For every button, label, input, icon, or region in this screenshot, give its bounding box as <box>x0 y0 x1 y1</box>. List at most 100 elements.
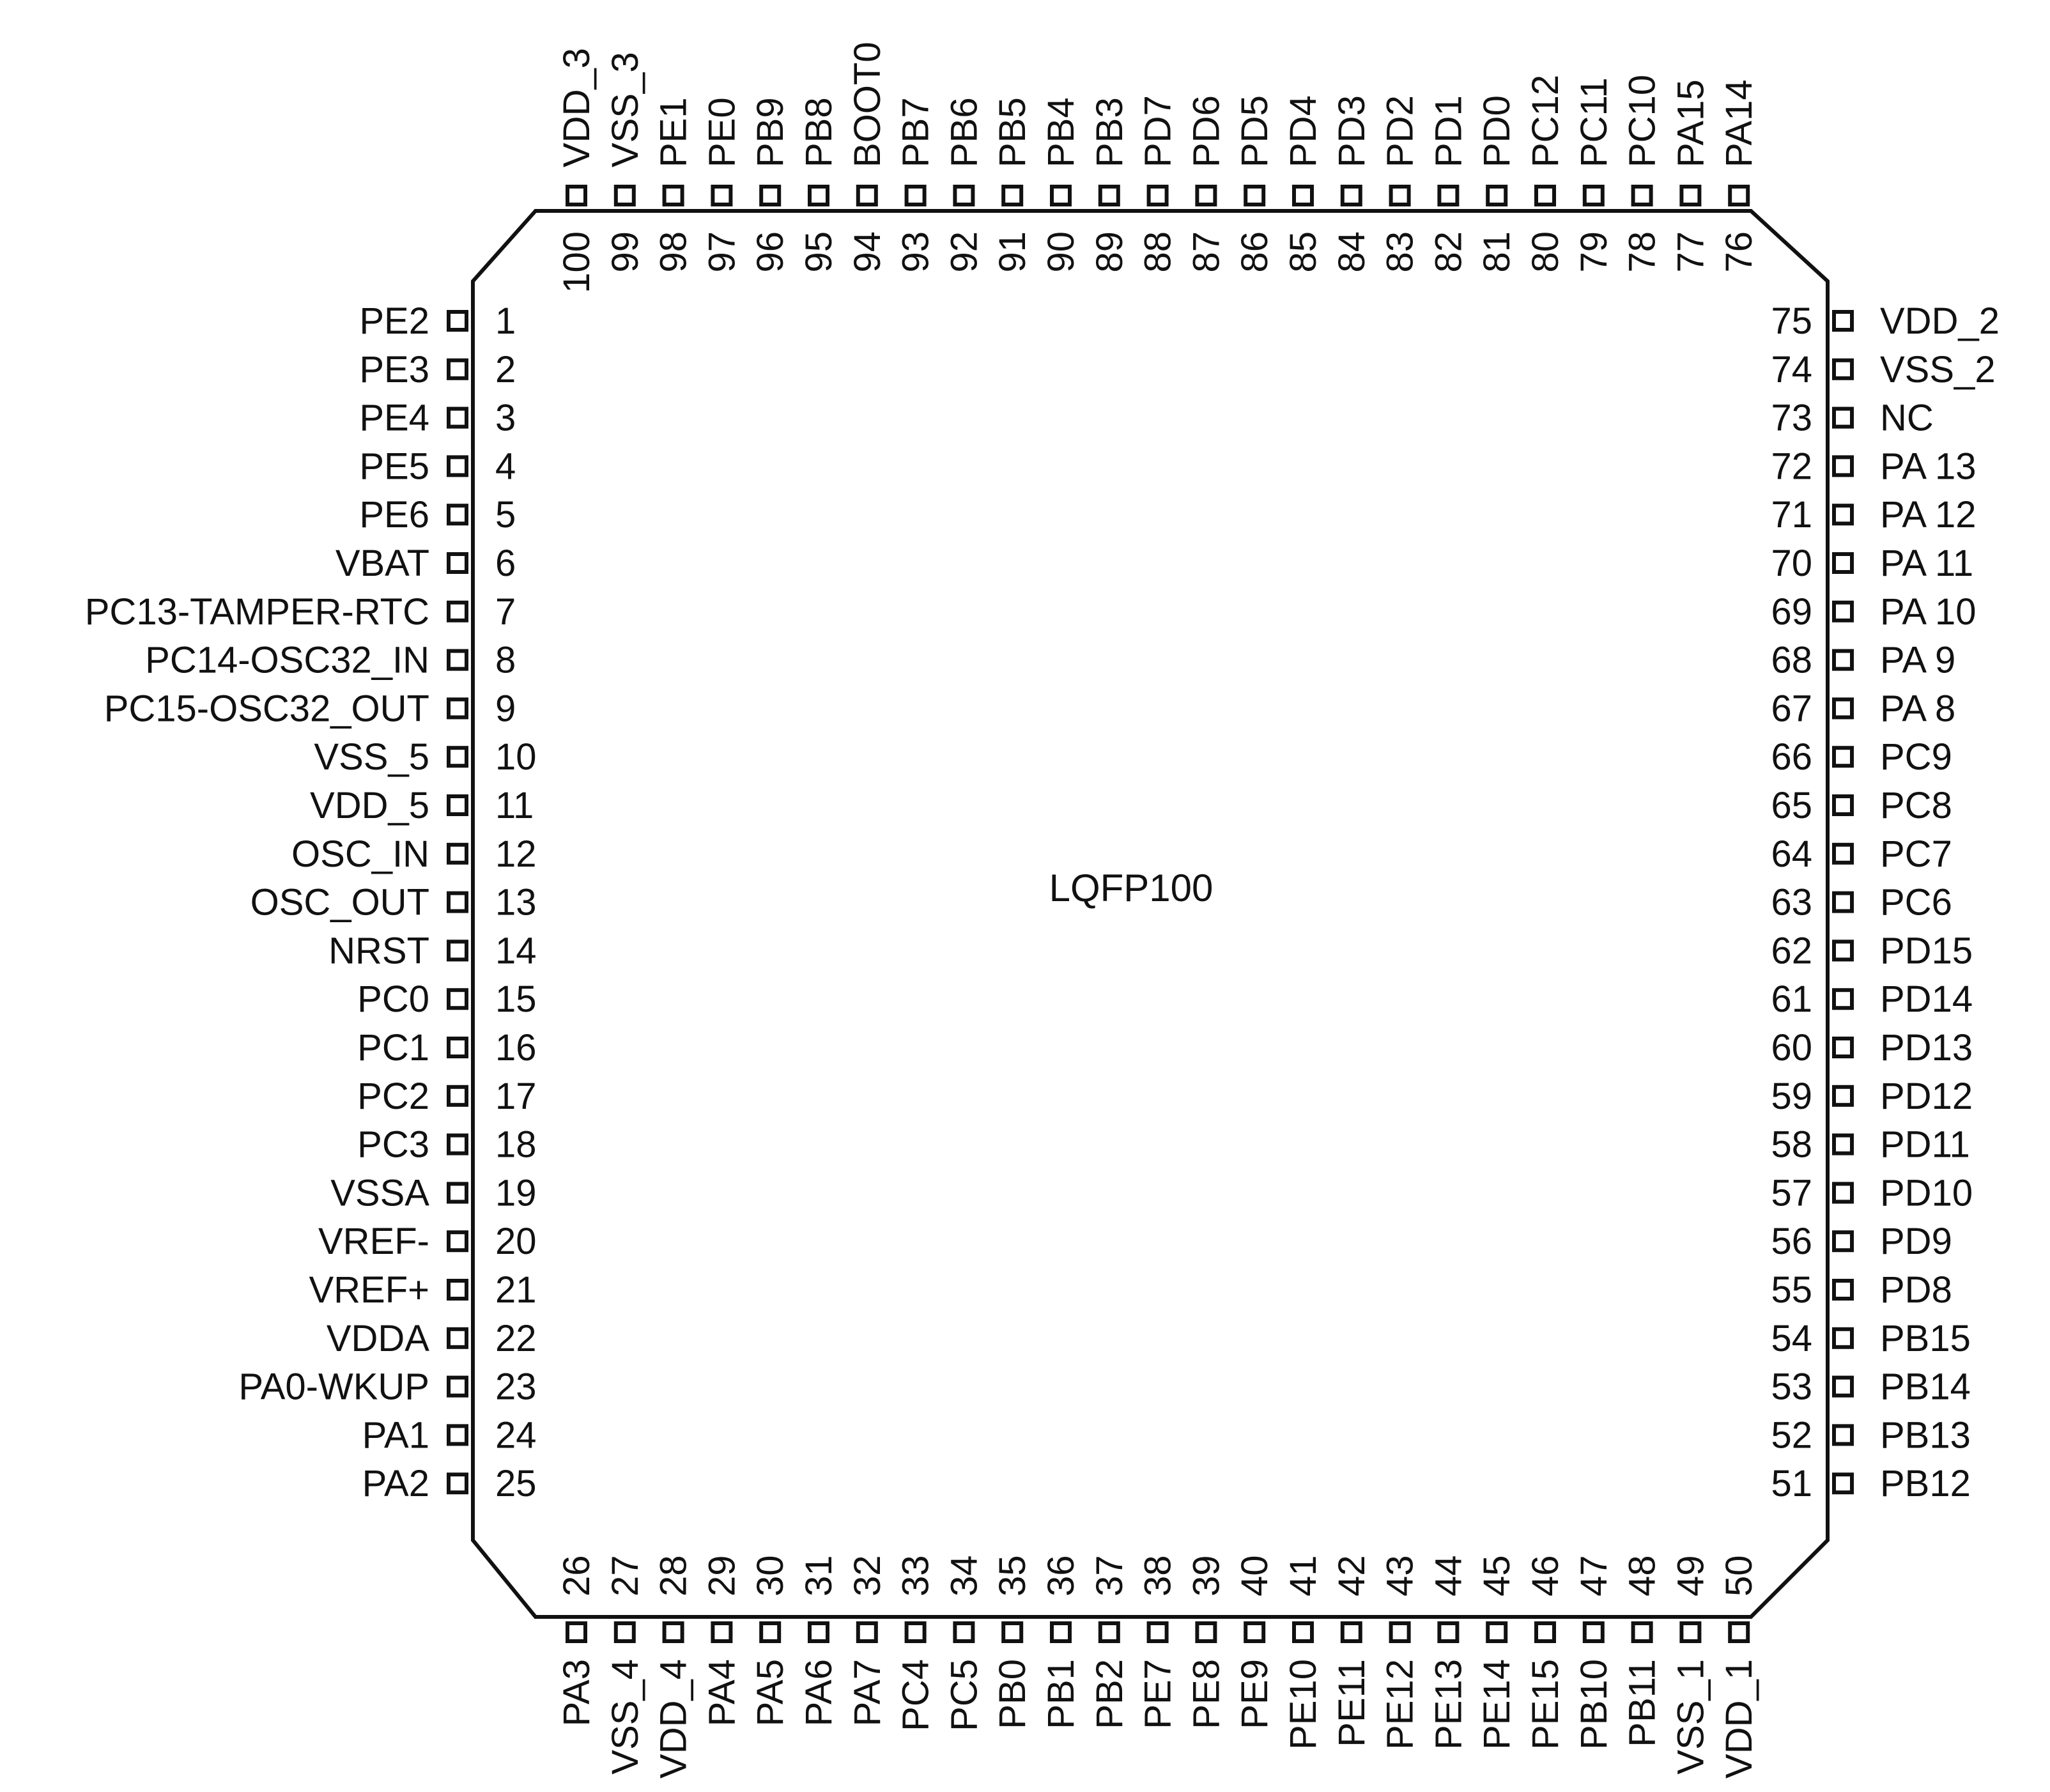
pin-name: PD3 <box>1331 95 1373 167</box>
pin-pad <box>447 600 468 622</box>
pin-name: VREF- <box>318 1221 429 1262</box>
pin-name: VDD_5 <box>310 785 429 826</box>
pin-number: 95 <box>798 231 840 273</box>
pin-name: PB8 <box>798 97 840 167</box>
pin-number: 24 <box>495 1414 537 1456</box>
pin-name: PA15 <box>1670 79 1711 167</box>
pin-name: PB7 <box>895 97 937 167</box>
pin-pad <box>1832 1279 1854 1301</box>
pin-name: PC5 <box>943 1659 985 1731</box>
pin-pad <box>1832 939 1854 962</box>
pin-pad <box>1832 794 1854 816</box>
pin-name: PD4 <box>1283 95 1324 167</box>
pin-number: 29 <box>701 1555 743 1596</box>
pin-number: 85 <box>1283 231 1324 273</box>
pin-number: 66 <box>1771 736 1812 778</box>
pin-name: PB13 <box>1880 1414 1971 1456</box>
pin-name: PC2 <box>357 1076 429 1117</box>
pin-name: PA4 <box>701 1659 743 1726</box>
pin-number: 90 <box>1040 231 1082 273</box>
pin-21: VREF+21 <box>309 1269 536 1311</box>
pin-number: 73 <box>1771 398 1812 439</box>
pin-name: PD12 <box>1880 1076 1973 1117</box>
pin-number: 11 <box>495 785 534 826</box>
pin-number: 98 <box>653 231 695 273</box>
pin-name: PD0 <box>1476 95 1518 167</box>
pin-pad <box>1582 185 1605 206</box>
pin-name: PA3 <box>556 1659 597 1726</box>
pin-name: PE7 <box>1137 1659 1179 1729</box>
pin-number: 77 <box>1670 231 1711 273</box>
pin-name: PB11 <box>1622 1659 1663 1747</box>
pin-name: PC1 <box>357 1027 429 1069</box>
pin-pad <box>1832 358 1854 380</box>
pin-pad <box>447 1424 468 1446</box>
pin-27: VSS_427 <box>605 1555 646 1774</box>
pin-name: PD15 <box>1880 930 1973 971</box>
pin-pad <box>1292 185 1314 206</box>
pin-name: VSS_3 <box>605 52 646 167</box>
pin-name: PA 10 <box>1880 591 1977 633</box>
pin-number: 67 <box>1771 688 1812 729</box>
pin-pad <box>953 185 975 206</box>
pin-pad <box>1050 185 1072 206</box>
pin-name: PB0 <box>992 1659 1033 1729</box>
pin-pad <box>1098 1621 1120 1643</box>
pin-number: 68 <box>1771 640 1812 681</box>
pin-number: 94 <box>847 231 888 273</box>
pin-name: PE14 <box>1476 1659 1518 1750</box>
pin-number: 6 <box>495 543 516 584</box>
pin-name: PD2 <box>1380 95 1421 167</box>
pin-pad <box>711 185 733 206</box>
pin-number: 92 <box>943 231 985 273</box>
pin-number: 25 <box>495 1463 537 1504</box>
pin-pad <box>447 1472 468 1495</box>
pin-number: 84 <box>1331 231 1373 273</box>
pin-pad <box>447 988 468 1010</box>
pin-pad <box>1832 1133 1854 1155</box>
pin-name: PA 13 <box>1880 445 1977 487</box>
pin-99: VSS_399 <box>605 52 646 272</box>
package-body <box>471 209 1830 1619</box>
pin-name: VSS_2 <box>1880 349 1996 390</box>
pin-pad <box>613 1621 636 1643</box>
pin-pad <box>1728 1621 1750 1643</box>
pin-number: 52 <box>1771 1414 1812 1456</box>
pin-name: PA6 <box>798 1659 840 1726</box>
pin-number: 80 <box>1525 231 1566 273</box>
pin-number: 60 <box>1771 1027 1812 1069</box>
pin-number: 56 <box>1771 1221 1812 1262</box>
pin-pad <box>1832 891 1854 913</box>
pin-pad <box>447 455 468 477</box>
pin-name: PD9 <box>1880 1221 1952 1262</box>
pin-pad <box>1340 1621 1362 1643</box>
pin-name: VDD_4 <box>653 1659 695 1779</box>
pin-number: 19 <box>495 1172 537 1214</box>
pin-number: 79 <box>1573 231 1615 273</box>
pin-name: VBAT <box>335 543 429 584</box>
pin-pad <box>1832 310 1854 332</box>
pin-20: VREF-20 <box>318 1221 537 1262</box>
pin-name: PA 9 <box>1880 640 1955 681</box>
pin-pad <box>1437 1621 1460 1643</box>
pin-pad <box>662 185 684 206</box>
pin-pad <box>759 185 782 206</box>
pin-number: 53 <box>1771 1366 1812 1408</box>
pin-pad <box>1832 1037 1854 1058</box>
